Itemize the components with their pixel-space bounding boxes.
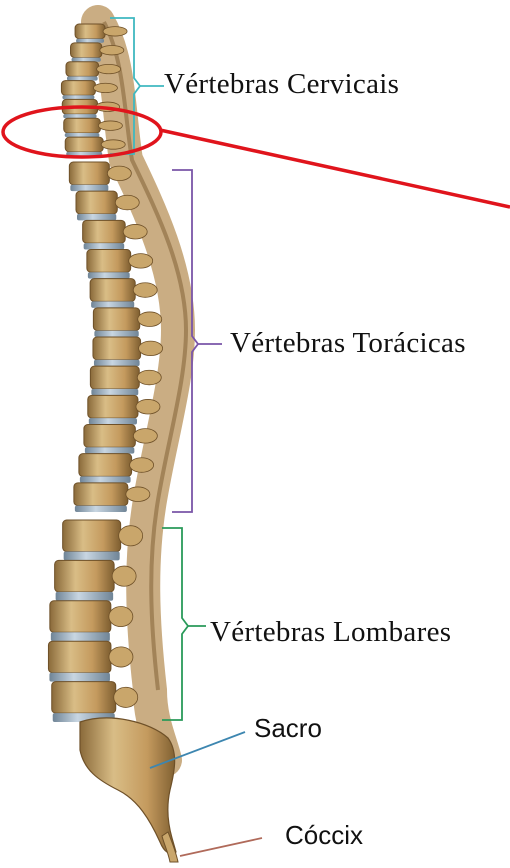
lumbar-vertebra-body xyxy=(48,641,111,673)
thoracic-intervertebral-disc xyxy=(94,360,140,366)
thoracic-vertebra-process xyxy=(115,195,139,210)
thoracic-vertebra-process xyxy=(133,429,157,444)
lumbar-vertebra-process xyxy=(112,566,136,586)
label-cervical-vertebrae: Vértebras Cervicais xyxy=(164,68,399,101)
thoracic-vertebra-body xyxy=(90,366,139,389)
cervical-vertebra-body xyxy=(66,62,99,77)
thoracic-vertebra-process xyxy=(138,312,162,327)
cervical-intervertebral-disc xyxy=(67,76,98,80)
lumbar-vertebra-body xyxy=(55,560,115,592)
cervical-vertebra-process xyxy=(103,27,127,36)
thoracic-intervertebral-disc xyxy=(94,331,138,337)
lumbar-intervertebral-disc xyxy=(49,673,110,682)
lumbar-vertebra-process xyxy=(109,606,133,626)
thoracic-intervertebral-disc xyxy=(84,243,125,249)
cervical-vertebra-process xyxy=(100,46,124,55)
thoracic-vertebra-body xyxy=(79,454,132,477)
thoracic-intervertebral-disc xyxy=(91,389,138,395)
thoracic-vertebra-body xyxy=(74,483,128,506)
thoracic-vertebra-process xyxy=(123,224,147,239)
thoracic-vertebra-process xyxy=(107,166,131,181)
cervical-intervertebral-disc xyxy=(72,58,101,62)
thoracic-vertebra-body xyxy=(87,250,131,273)
thoracic-vertebra-body xyxy=(93,308,139,331)
coccyx-leader xyxy=(180,838,262,856)
cervical-intervertebral-disc xyxy=(76,39,104,43)
thoracic-intervertebral-disc xyxy=(85,447,134,453)
cervical-vertebra-body xyxy=(61,81,95,96)
thoracic-vertebra-body xyxy=(83,220,126,243)
lumbar-vertebra-body xyxy=(63,520,121,552)
thoracic-vertebra-process xyxy=(137,370,161,385)
label-lumbar-vertebrae: Vértebras Lombares xyxy=(210,616,451,649)
thoracic-intervertebral-disc xyxy=(91,301,134,307)
thoracic-intervertebral-disc xyxy=(88,272,130,278)
thoracic-vertebra-process xyxy=(139,341,163,356)
lumbar-intervertebral-disc xyxy=(64,552,120,561)
lumbar-vertebra-process xyxy=(109,647,133,667)
cervical-vertebra-process xyxy=(97,64,121,73)
thoracic-vertebra-body xyxy=(84,425,135,448)
thoracic-vertebra-body xyxy=(76,191,117,214)
cervical-vertebra-body xyxy=(65,137,103,152)
thoracic-vertebra-body xyxy=(93,337,141,360)
lumbar-vertebra-process xyxy=(119,526,143,546)
label-sacrum: Sacro xyxy=(254,713,322,744)
cervical-vertebra-body xyxy=(64,118,101,133)
label-coccyx: Cóccix xyxy=(285,820,363,851)
lumbar-intervertebral-disc xyxy=(51,632,110,641)
thoracic-vertebra-process xyxy=(133,283,157,298)
lumbar-vertebra-body xyxy=(50,601,111,633)
highlight-pointer-line xyxy=(160,130,510,207)
thoracic-vertebra-process xyxy=(126,487,150,502)
cervical-vertebra-process xyxy=(98,121,122,130)
lumbar-intervertebral-disc xyxy=(56,592,114,601)
sacrum-bone xyxy=(80,718,176,854)
cervical-vertebra-body xyxy=(75,24,105,39)
thoracic-vertebra-body xyxy=(90,279,135,302)
cervical-vertebra-body xyxy=(71,43,102,58)
cervical-intervertebral-disc xyxy=(65,133,100,137)
thoracic-vertebra-body xyxy=(88,395,138,418)
cervical-vertebra-process xyxy=(101,140,125,149)
thoracic-intervertebral-disc xyxy=(77,214,116,220)
thoracic-vertebra-body xyxy=(69,162,109,185)
label-thoracic-vertebrae: Vértebras Torácicas xyxy=(230,327,466,360)
cervical-intervertebral-disc xyxy=(62,95,94,99)
thoracic-intervertebral-disc xyxy=(75,506,127,512)
cervical-vertebra-process xyxy=(93,83,117,92)
cervical-intervertebral-disc xyxy=(63,114,96,118)
thoracic-intervertebral-disc xyxy=(70,185,108,191)
thoracic-vertebra-process xyxy=(130,458,154,473)
thoracic-intervertebral-disc xyxy=(80,476,131,482)
thoracic-intervertebral-disc xyxy=(89,418,137,424)
thoracic-vertebra-process xyxy=(136,399,160,414)
lumbar-vertebra-body xyxy=(52,682,116,714)
lumbar-vertebra-process xyxy=(114,687,138,707)
thoracic-vertebra-process xyxy=(129,254,153,269)
